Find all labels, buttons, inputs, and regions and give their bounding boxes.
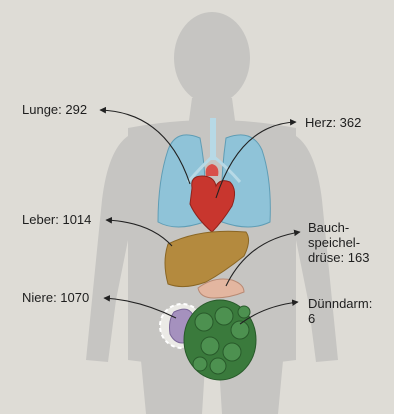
- intestine-illustration: [184, 300, 256, 380]
- label-lunge: Lunge: 292: [22, 102, 87, 117]
- label-duenndarm: Dünndarm: 6: [308, 296, 372, 326]
- label-herz: Herz: 362: [305, 115, 361, 130]
- label-leber: Leber: 1014: [22, 212, 91, 227]
- label-bauchspeicheldruese: Bauch- speichel- drüse: 163: [308, 220, 369, 265]
- label-niere: Niere: 1070: [22, 290, 89, 305]
